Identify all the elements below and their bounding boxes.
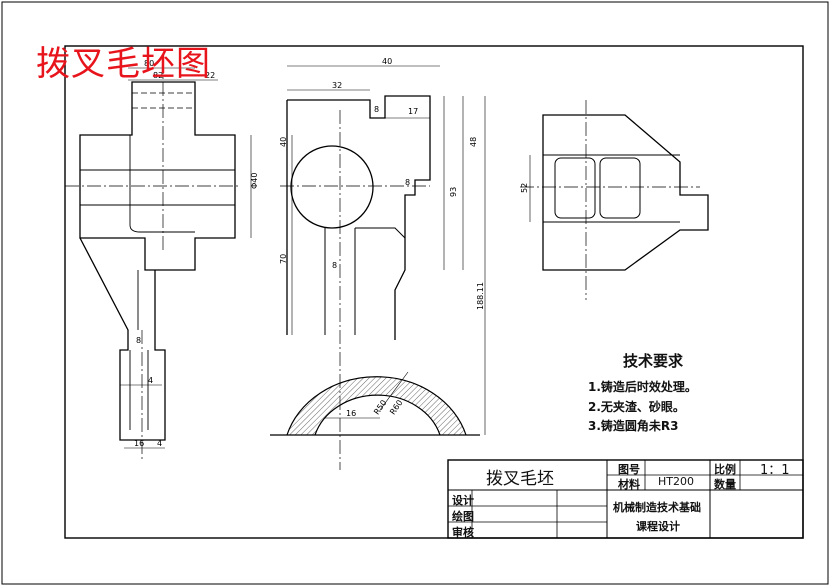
inner-frame bbox=[64, 45, 804, 539]
dim-side-16: 16 bbox=[346, 409, 356, 418]
front-view bbox=[65, 60, 252, 460]
label-quantity: 数量 bbox=[714, 478, 736, 491]
label-design: 设计 bbox=[452, 494, 474, 507]
dim-front-4b: 4 bbox=[157, 439, 162, 448]
label-draw: 绘图 bbox=[452, 510, 474, 523]
top-view bbox=[520, 100, 709, 300]
title-block-lines bbox=[447, 459, 804, 539]
label-review: 审核 bbox=[452, 526, 474, 539]
requirement-item: 1.铸造后时效处理。 bbox=[588, 380, 697, 394]
dim-side-8b: 8 bbox=[332, 261, 337, 270]
dim-side-8: 8 bbox=[405, 178, 410, 187]
requirement-item: 3.铸造圆角未R3 bbox=[588, 419, 679, 433]
dim-side-40: 40 bbox=[382, 57, 392, 66]
material-value: HT200 bbox=[658, 475, 694, 488]
scale-value: 1：1 bbox=[760, 463, 790, 478]
dim-front-40: Φ40 bbox=[250, 173, 259, 189]
label-drawing-no: 图号 bbox=[618, 463, 640, 476]
drawing-title: 拨叉毛坯图 bbox=[36, 44, 211, 84]
dim-side-small-8: 8 bbox=[374, 105, 379, 114]
label-material: 材料 bbox=[618, 478, 640, 491]
dim-side-40v: 40 bbox=[279, 137, 288, 147]
dim-front-80: 80 bbox=[144, 59, 154, 68]
part-name: 拨叉毛坯 bbox=[486, 469, 554, 489]
dim-side-r50: R50 bbox=[372, 398, 388, 416]
dim-side-32: 32 bbox=[332, 81, 342, 90]
side-view bbox=[270, 65, 486, 470]
dim-top-52: 52 bbox=[520, 183, 529, 193]
dim-side-17: 17 bbox=[408, 107, 418, 116]
requirement-item: 2.无夹渣、砂眼。 bbox=[588, 400, 685, 414]
dim-side-70: 70 bbox=[279, 254, 288, 264]
dim-side-r60: R60 bbox=[388, 398, 404, 416]
dim-front-16: 16 bbox=[134, 439, 144, 448]
requirements-title: 技术要求 bbox=[623, 352, 684, 370]
dim-side-93: 93 bbox=[449, 187, 458, 197]
dim-side-total: 188.11 bbox=[476, 282, 485, 310]
course-line-1: 机械制造技术基础 bbox=[613, 501, 701, 514]
dim-front-82: 82 bbox=[153, 71, 163, 80]
dim-front-4a: 4 bbox=[148, 376, 153, 385]
label-scale: 比例 bbox=[714, 463, 736, 476]
dim-side-48: 48 bbox=[469, 137, 478, 147]
dim-front-8: 8 bbox=[136, 336, 141, 345]
dim-front-22: 22 bbox=[205, 71, 215, 80]
course-line-2: 课程设计 bbox=[636, 520, 680, 533]
